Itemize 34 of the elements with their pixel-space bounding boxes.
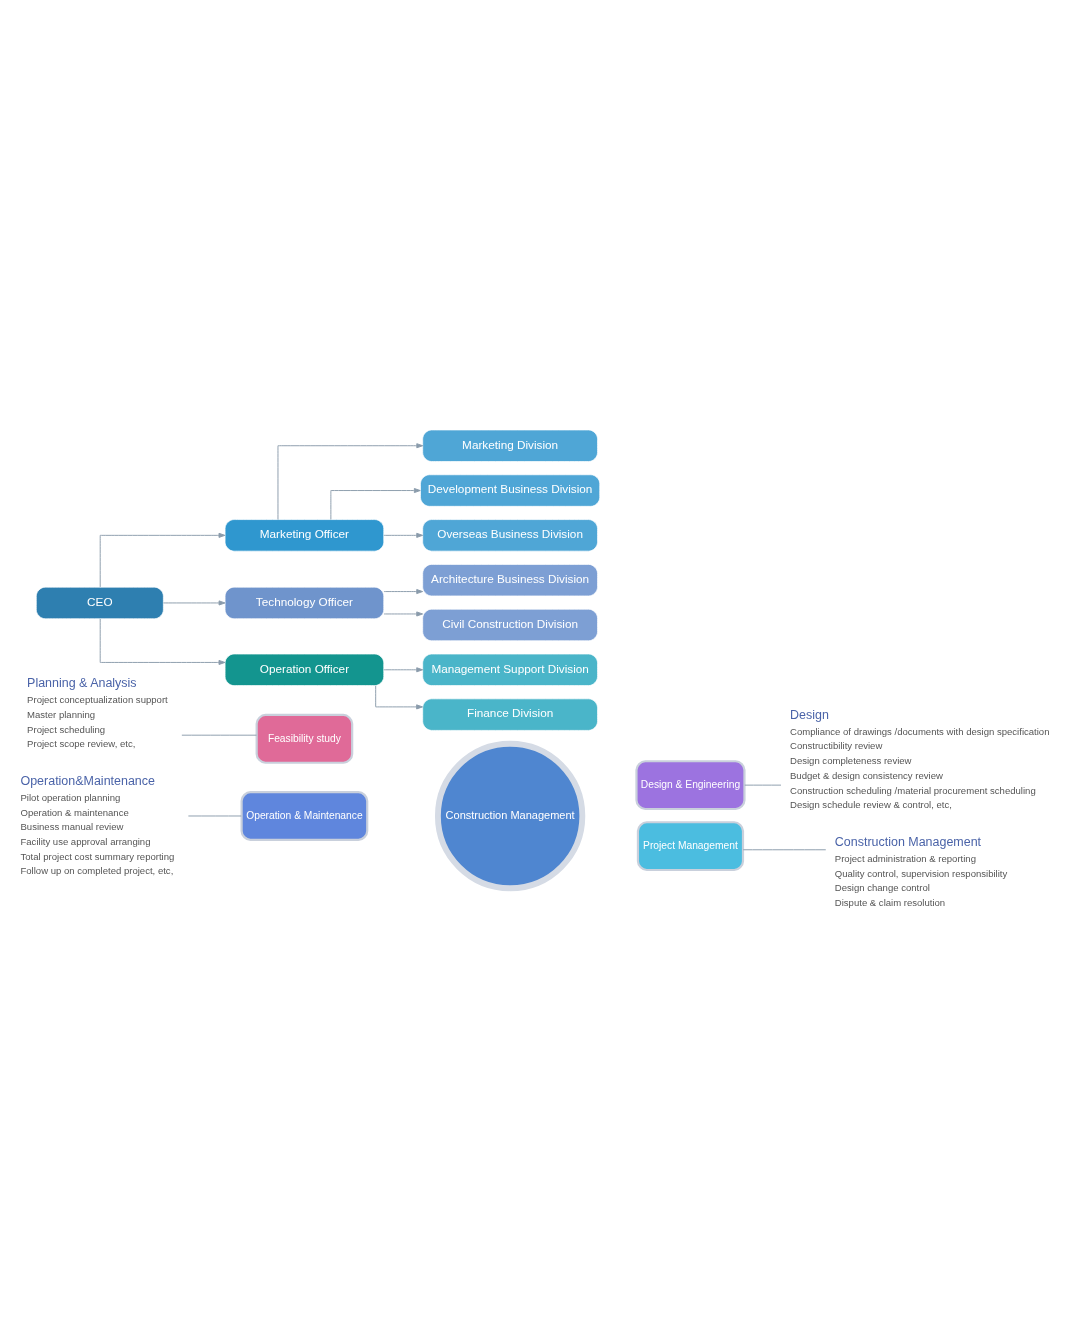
node-circle: Construction Management bbox=[434, 740, 586, 891]
arrow bbox=[375, 684, 423, 709]
arrow bbox=[383, 532, 424, 538]
connector bbox=[744, 784, 782, 786]
node-box: Development Business Division bbox=[420, 473, 601, 507]
arrow bbox=[277, 442, 424, 520]
node-text: Design Compliance of drawings /documents with design specification Constructibility review Design completeness review Budget & design consistency review Construction scheduling /material procurement scheduling Design schedule review & control, etc, bbox=[790, 707, 1050, 810]
arrow bbox=[99, 532, 226, 587]
node-text: Construction Management Project administration & reporting Quality control, supervision responsibility Design change control Dispute & claim resolution bbox=[834, 834, 1008, 908]
arrow bbox=[330, 487, 421, 520]
node-box: Marketing Division bbox=[422, 429, 598, 462]
connector bbox=[187, 815, 242, 816]
arrow bbox=[162, 599, 226, 605]
node-box: Design & Engineering bbox=[635, 759, 746, 810]
node-box: Civil Construction Division bbox=[422, 608, 598, 641]
node-box: Operation & Maintenance bbox=[240, 790, 369, 841]
node-box: Management Support Division bbox=[422, 653, 598, 686]
connector bbox=[742, 848, 827, 850]
node-box: Project Management bbox=[636, 820, 745, 871]
arrow bbox=[383, 610, 424, 616]
connector bbox=[181, 734, 257, 736]
node-box: CEO bbox=[35, 586, 164, 619]
node-box: Technology Officer bbox=[224, 586, 385, 619]
node-box: Finance Division bbox=[422, 697, 598, 731]
node-box: Feasibility study bbox=[255, 713, 354, 764]
node-box: Operation Officer bbox=[224, 653, 385, 686]
node-box: Overseas Business Division bbox=[422, 518, 598, 551]
node-box: Marketing Officer bbox=[224, 518, 385, 551]
node-text: Operation&Maintenance Pilot operation planning Operation & maintenance Business manual review Facility use approval arranging Total project cost summary reporting Follow up on completed project, etc, bbox=[20, 773, 175, 876]
arrow bbox=[99, 617, 226, 665]
arrow bbox=[383, 588, 424, 594]
arrow bbox=[383, 666, 424, 672]
node-text: Planning & Analysis Project conceptualization support Master planning Project scheduling Project scope review, etc, bbox=[27, 675, 168, 749]
node-box: Architecture Business Division bbox=[422, 563, 598, 596]
